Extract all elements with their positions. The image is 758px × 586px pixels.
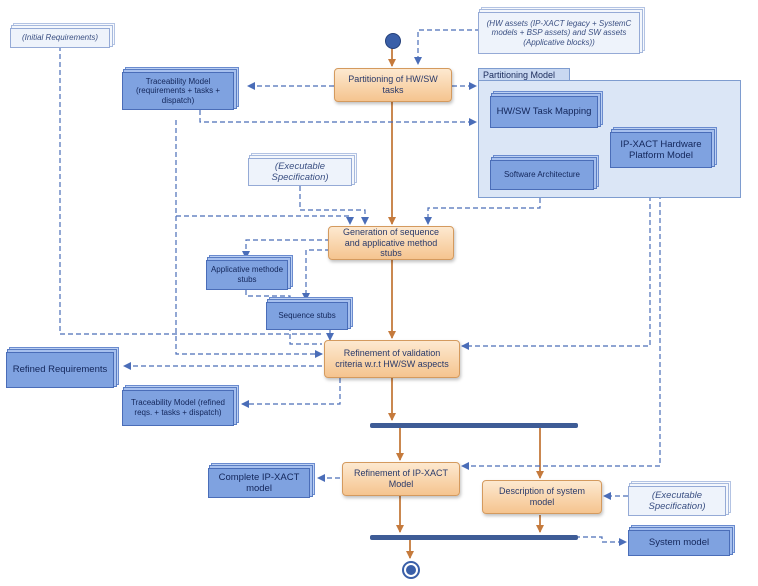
traceability-model-top: Traceability Model (requirements + tasks… xyxy=(122,72,234,110)
applicative-method-stubs: Applicative methode stubs xyxy=(206,260,288,290)
partitioning-model-title: Partitioning Model xyxy=(478,68,570,81)
join-bar xyxy=(370,535,578,540)
refinement-validation-activity: Refinement of validation criteria w.r.t … xyxy=(324,340,460,378)
final-node xyxy=(402,561,420,579)
executable-specification-top: (Executable Specification) xyxy=(248,158,352,186)
complete-ipxact-model: Complete IP-XACT model xyxy=(208,468,310,498)
executable-specification-bottom: (Executable Specification) xyxy=(628,486,726,516)
software-architecture: Software Architecture xyxy=(490,160,594,190)
refined-requirements: Refined Requirements xyxy=(6,352,114,388)
sequence-stubs: Sequence stubs xyxy=(266,302,348,330)
refinement-ipxact-activity: Refinement of IP-XACT Model xyxy=(342,462,460,496)
traceability-model-refined: Traceability Model (refined reqs. + task… xyxy=(122,390,234,426)
hw-sw-task-mapping: HW/SW Task Mapping xyxy=(490,96,598,128)
ipxact-hw-platform-model: IP-XACT Hardware Platform Model xyxy=(610,132,712,168)
object-flow xyxy=(59,29,661,546)
initial-node xyxy=(385,33,401,49)
system-model: System model xyxy=(628,530,730,556)
partitioning-activity: Partitioning of HW/SW tasks xyxy=(334,68,452,102)
generation-activity: Generation of sequence and applicative m… xyxy=(328,226,454,260)
fork-bar xyxy=(370,423,578,428)
initial-requirements-doc: (Initial Requirements) xyxy=(10,28,110,48)
description-system-model-activity: Description of system model xyxy=(482,480,602,514)
hw-sw-assets-doc: (HW assets (IP-XACT legacy + SystemC mod… xyxy=(478,12,640,54)
